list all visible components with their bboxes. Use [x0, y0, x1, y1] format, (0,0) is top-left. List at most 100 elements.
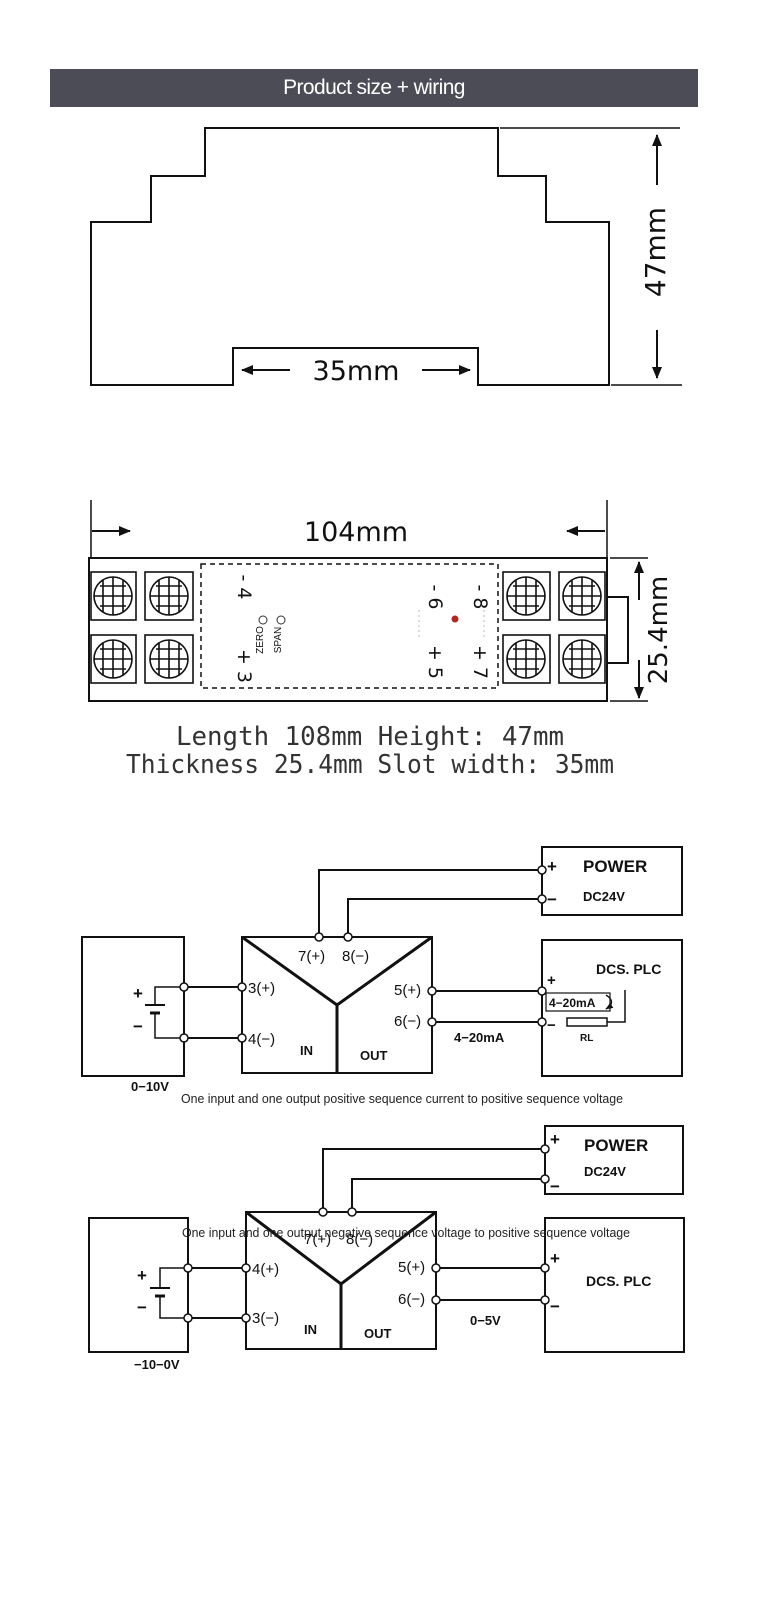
terminal-6-label: 6(−)	[398, 1291, 425, 1308]
loop-current-label: 4−20mA	[549, 996, 596, 1010]
terminal-dot	[183, 1263, 193, 1273]
svg-text:−: −	[550, 1177, 560, 1196]
terminal-dot	[537, 1017, 547, 1027]
terminal-dot	[241, 1263, 251, 1273]
terminal-dot	[431, 1295, 441, 1305]
input-source-box	[81, 936, 185, 1077]
terminal-4-label: 4(+)	[252, 1261, 279, 1278]
terminal-label-3: + 3	[233, 649, 255, 683]
battery-lead	[159, 1267, 188, 1319]
terminal-6-label: 6(−)	[394, 1013, 421, 1030]
terminal-label-8: - 8	[469, 585, 491, 610]
terminal-4-label: 4(−)	[248, 1031, 275, 1048]
terminal-8-label: 8(−)	[342, 948, 369, 965]
wire-power-plus	[322, 1148, 545, 1212]
slot-dimension-label: 35mm	[313, 356, 400, 387]
in-label: IN	[300, 1043, 313, 1058]
svg-text:+: +	[547, 972, 556, 989]
wire-power-minus	[351, 1178, 545, 1212]
svg-text:−: −	[550, 1297, 560, 1316]
module-body	[88, 557, 608, 702]
header-title: Product size + wiring	[283, 76, 465, 99]
terminal-dot	[540, 1144, 550, 1154]
top-view	[88, 500, 648, 702]
dcs-plc-label: DCS. PLC	[586, 1273, 651, 1289]
dc24v-label: DC24V	[583, 889, 625, 904]
terminal-dot	[540, 1295, 550, 1305]
terminal-5-label: 5(+)	[398, 1259, 425, 1276]
input-range-label: 0−10V	[131, 1079, 169, 1094]
loop-wire	[607, 990, 626, 1023]
terminal-5-label: 5(+)	[394, 982, 421, 999]
side-view	[90, 127, 682, 386]
out-label: OUT	[360, 1048, 388, 1063]
converter-y-divider	[245, 1210, 437, 1349]
rl-resistor	[566, 1017, 608, 1027]
screw-terminal	[144, 571, 194, 621]
terminal-dot	[347, 1207, 357, 1217]
terminal-3-label: 3(+)	[248, 980, 275, 997]
terminal-dot	[537, 865, 547, 875]
dcs-plc-label: DCS. PLC	[596, 961, 661, 977]
terminal-dot	[179, 1033, 189, 1043]
span-label: SPAN	[273, 627, 284, 654]
loop-arrow-icon	[605, 994, 614, 1010]
battery-lead	[154, 986, 184, 1039]
input-source-box	[88, 1217, 189, 1353]
terminal-3-label: 3(−)	[252, 1310, 279, 1327]
wire-power-minus	[347, 898, 542, 937]
terminal-dot	[241, 1313, 251, 1323]
output-signal-label: 0−5V	[470, 1313, 501, 1328]
side-view-outline	[90, 127, 610, 386]
terminal-screws	[90, 571, 606, 684]
terminal-dot	[540, 1174, 550, 1184]
svg-text:−: −	[133, 1017, 143, 1036]
svg-text:+: +	[133, 984, 143, 1003]
svg-text:−: −	[547, 1017, 556, 1034]
wiring-diagram-1	[81, 846, 683, 1077]
svg-text:−: −	[547, 890, 557, 909]
terminal-dot	[540, 1263, 550, 1273]
wiring-2-connection-dots	[183, 1144, 550, 1323]
loop-label-frame	[545, 992, 611, 1012]
in-label: IN	[304, 1322, 317, 1337]
screw-terminal	[502, 634, 551, 684]
power-label: POWER	[583, 857, 647, 876]
output-signal-label: 4−20mA	[454, 1030, 505, 1045]
status-led-icon	[451, 615, 459, 623]
label-panel	[200, 563, 499, 689]
din-clip	[608, 596, 629, 664]
wiring-2-caption: One input and one output negative sequen…	[182, 1225, 630, 1240]
converter-y-divider	[241, 935, 433, 1073]
svg-text:+: +	[547, 857, 557, 876]
screw-terminal	[558, 634, 606, 684]
terminal-label-7: + 7	[469, 645, 491, 679]
spec-line-2: Thickness 25.4mm Slot width: 35mm	[126, 750, 614, 780]
thickness-dimension-label: 25.4mm	[644, 576, 674, 685]
length-dimension-label: 104mm	[304, 517, 408, 548]
terminal-8-label: 8(−)	[346, 1231, 373, 1248]
svg-text:+: +	[550, 1249, 560, 1268]
span-trim-pot-icon	[276, 615, 286, 625]
rl-label: RL	[580, 1033, 593, 1044]
power-label: POWER	[584, 1136, 648, 1155]
terminal-7-label: 7(+)	[298, 948, 325, 965]
zero-trim-pot-icon	[258, 615, 268, 625]
header-bar: Product size + wiring	[50, 69, 698, 107]
svg-text:+: +	[137, 1266, 147, 1285]
out-label: OUT	[364, 1326, 392, 1341]
terminal-dot	[183, 1313, 193, 1323]
power-box	[541, 846, 683, 916]
screw-terminal	[144, 634, 194, 684]
terminal-dot	[314, 932, 324, 942]
screw-terminal	[558, 571, 606, 621]
spec-line-1: Length 108mm Height: 47mm	[176, 722, 564, 752]
terminal-dot	[431, 1263, 441, 1273]
terminal-dot	[537, 894, 547, 904]
wiring-1-connection-dots	[179, 865, 547, 1043]
terminal-dot	[237, 1033, 247, 1043]
terminal-label-6: - 6	[424, 585, 446, 610]
screw-terminal	[502, 571, 551, 621]
terminal-label-4: - 4	[233, 575, 255, 600]
